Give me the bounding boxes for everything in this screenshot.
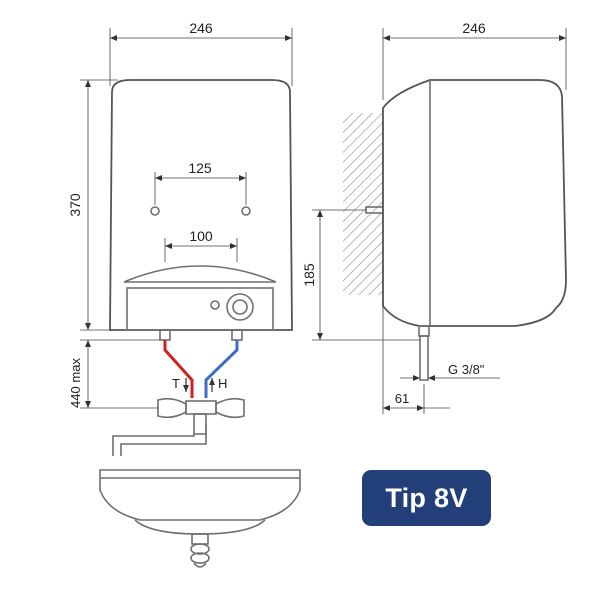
hot-label: H bbox=[218, 376, 227, 391]
pipe-offset-label: 61 bbox=[395, 391, 409, 406]
side-pipe bbox=[419, 335, 429, 381]
basin bbox=[99, 469, 301, 568]
control-box bbox=[126, 287, 274, 331]
pipe-spacing-dimension: 100 bbox=[164, 228, 238, 262]
side-width-label: 246 bbox=[462, 20, 486, 36]
mount-hole-right bbox=[241, 206, 251, 216]
side-view: 246 185 G 3/8" 61 bbox=[301, 20, 567, 414]
hot-fitting bbox=[231, 329, 243, 341]
thread-label: G 3/8" bbox=[448, 362, 485, 377]
indicator-lamp bbox=[210, 300, 220, 310]
front-width-dimension: 246 bbox=[109, 20, 293, 86]
mount-hole-left bbox=[150, 206, 160, 216]
install-height-label: 440 max bbox=[68, 358, 83, 408]
side-fitting bbox=[418, 325, 430, 337]
wall-hatch bbox=[343, 113, 383, 295]
install-height-dimension: 440 max bbox=[68, 339, 160, 409]
mixer-tap bbox=[112, 397, 245, 456]
front-height-dimension: 370 bbox=[67, 79, 118, 331]
thread-dimension: G 3/8" bbox=[400, 362, 500, 381]
pipe-spacing-label: 100 bbox=[189, 228, 213, 244]
thermostat-knob bbox=[226, 293, 254, 321]
model-badge-text: Tip 8V bbox=[385, 482, 468, 513]
mount-spacing-dimension: 125 bbox=[154, 160, 247, 205]
heater-body-side bbox=[382, 79, 567, 327]
side-width-dimension: 246 bbox=[382, 20, 567, 100]
front-view: T H 246 bbox=[67, 20, 301, 568]
bracket-height-label: 185 bbox=[301, 263, 317, 287]
front-width-label: 246 bbox=[189, 20, 213, 36]
cold-fitting bbox=[159, 329, 171, 341]
cold-label: T bbox=[172, 376, 180, 391]
bracket-height-dimension: 185 bbox=[301, 209, 420, 341]
front-height-label: 370 bbox=[67, 193, 83, 217]
pipe-offset-dimension: 61 bbox=[382, 300, 450, 414]
cold-pipe bbox=[163, 340, 194, 398]
model-badge: Tip 8V bbox=[362, 470, 491, 526]
hot-pipe bbox=[204, 340, 239, 398]
control-cover bbox=[123, 265, 277, 283]
mount-spacing-label: 125 bbox=[188, 160, 212, 176]
heater-body-front bbox=[109, 79, 293, 331]
